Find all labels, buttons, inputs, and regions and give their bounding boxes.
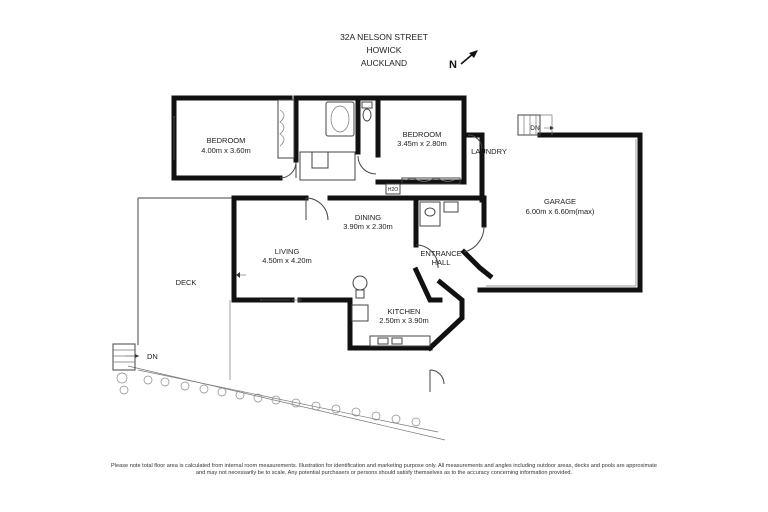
- address-line-3: AUCKLAND: [361, 58, 407, 68]
- living-label: LIVING: [275, 247, 300, 256]
- disclaimer-text: Please note total floor area is calculat…: [111, 463, 657, 476]
- bedroom-1-size: 4.00m x 3.60m: [201, 146, 251, 155]
- dining-label: DINING: [355, 213, 381, 222]
- bedroom-2-label: BEDROOM: [403, 130, 442, 139]
- deck-area: [112, 197, 446, 441]
- entrance-label-1: ENTRANCE: [420, 249, 461, 258]
- address-line-1: 32A NELSON STREET: [340, 32, 428, 42]
- hwc-label: H2O: [388, 187, 398, 193]
- laundry-label: LAUNDRY: [471, 147, 507, 156]
- laundry-dn-label: DN: [530, 125, 540, 132]
- north-label: N: [449, 59, 457, 71]
- walls: [171, 95, 643, 352]
- garden-shrubs: [116, 372, 421, 427]
- deck-dn-label: DN: [147, 352, 158, 361]
- kitchen-size: 2.50m x 3.90m: [379, 316, 429, 325]
- address-line-2: HOWICK: [367, 45, 402, 55]
- north-arrow-icon: N: [449, 50, 478, 71]
- garage-size: 6.00m x 6.60m(max): [526, 207, 595, 216]
- bedroom-1-label: BEDROOM: [207, 136, 246, 145]
- living-size: 4.50m x 4.20m: [262, 256, 312, 265]
- bedroom-2-size: 3.45m x 2.80m: [397, 139, 447, 148]
- entrance-label-2: HALL: [432, 258, 451, 267]
- dining-size: 3.90m x 2.30m: [343, 222, 393, 231]
- fittings: H2O: [173, 99, 637, 347]
- door-swings: [279, 134, 485, 392]
- kitchen-label: KITCHEN: [388, 307, 421, 316]
- deck-label: DECK: [176, 278, 197, 287]
- garage-label: GARAGE: [544, 197, 576, 206]
